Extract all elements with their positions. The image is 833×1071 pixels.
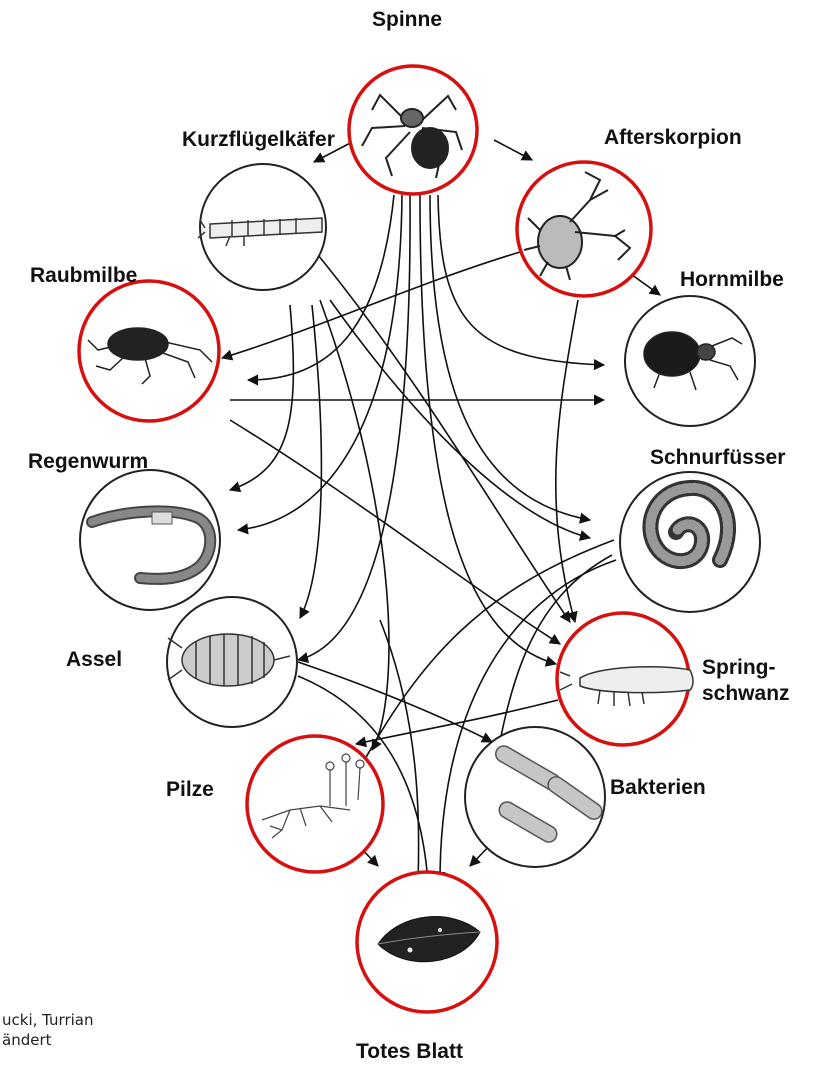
node-assel [167, 597, 297, 727]
label-totes-blatt: Totes Blatt [356, 1040, 463, 1064]
label-hornmilbe: Hornmilbe [680, 268, 784, 292]
node-raubmilbe [79, 281, 219, 421]
node-bakterien [465, 727, 605, 867]
credit-line-2: ändert [2, 1030, 52, 1050]
arrow-afterskorpion-springschwanz [556, 300, 578, 622]
node-pilze [247, 736, 383, 872]
node-totes-blatt [357, 872, 497, 1012]
label-spinne: Spinne [372, 8, 442, 32]
label-bakterien: Bakterien [610, 776, 706, 800]
arrow-kurzfluegelkaefer-regenwurm [230, 305, 293, 490]
label-assel: Assel [66, 648, 122, 672]
label-afterskorpion: Afterskorpion [604, 126, 742, 150]
credit-line-1: ucki, Turrian [2, 1010, 93, 1030]
label-raubmilbe: Raubmilbe [30, 264, 137, 288]
node-springschwanz [557, 613, 693, 745]
node-schnurfuesser [620, 472, 760, 612]
arrow-regenwurm-totesblatt [380, 620, 419, 882]
node-kurzfluegelkaefer [198, 164, 326, 290]
node-spinne [349, 66, 477, 194]
label-regenwurm: Regenwurm [28, 450, 148, 474]
node-afterskorpion [517, 162, 651, 296]
arrow-assel-bakterien [298, 662, 492, 742]
node-regenwurm [80, 470, 220, 610]
arrow-spinne-afterskorpion [494, 140, 532, 160]
node-hornmilbe [625, 296, 755, 426]
label-kurzfluegelkaefer: Kurzflügelkäfer [182, 128, 335, 152]
arrow-spinne-assel [298, 195, 410, 660]
arrow-kurzfluegelkaefer-assel [300, 305, 321, 618]
label-pilze: Pilze [166, 778, 214, 802]
label-schnurfuesser: Schnurfüsser [650, 446, 785, 470]
label-springschwanz-line2: schwanz [702, 682, 790, 706]
arrow-kurzfluegelkaefer-schnurfuesser [330, 300, 590, 538]
label-springschwanz-line1: Spring- [702, 656, 776, 680]
